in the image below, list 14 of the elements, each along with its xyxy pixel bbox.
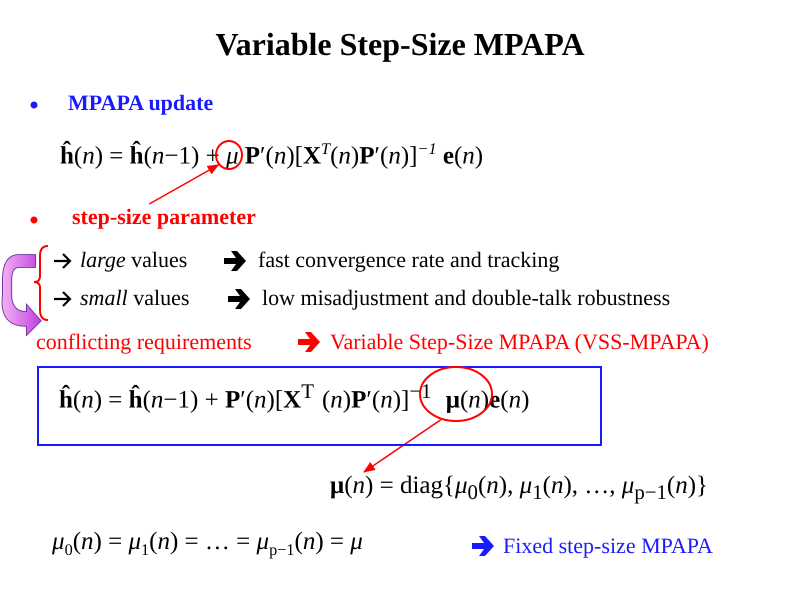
- conclusion-text: Variable Step-Size MPAPA (VSS-MPAPA): [330, 329, 709, 354]
- fixed-step-equation: μ$_{0}$(n) = μ$_{1}$(n) = … = μ$_{p−1}$(n) = μ: [52, 528, 363, 560]
- conclusion-text: conflicting requirements: [36, 329, 252, 354]
- bullet-heading: MPAPA update: [68, 90, 214, 116]
- arrow: [363, 418, 442, 473]
- bullet-text: fast convergence rate and tracking: [258, 247, 560, 272]
- arrow: [148, 164, 220, 205]
- bullet-text: large values: [80, 247, 188, 272]
- step-size-heading: step-size parameter: [72, 204, 256, 230]
- bullet-text: small values: [80, 285, 190, 310]
- slide-title: Variable Step-Size MPAPA: [214, 26, 586, 63]
- bullet-text: low misadjustment and double-talk robustness: [262, 285, 670, 310]
- diag-equation: μ(n) = diag{μ$_{0}$(n), μ$_{1}$(n), …, μ$_{p−1}$(n)}: [330, 472, 708, 505]
- result-text: Fixed step-size MPAPA: [503, 533, 713, 558]
